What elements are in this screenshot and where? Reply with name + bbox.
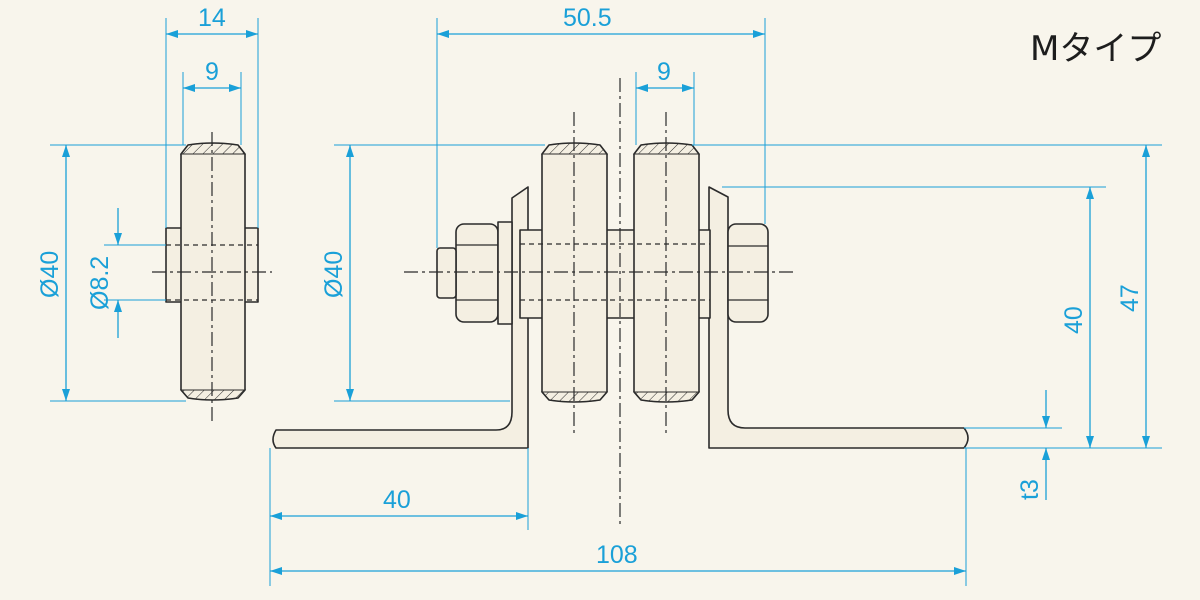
left-washer: [497, 221, 513, 325]
side-view: [152, 132, 272, 422]
right-bracket: [708, 186, 969, 449]
page-title: Mタイプ: [1030, 29, 1161, 69]
right-nut: [727, 223, 769, 323]
dim-side-bore: Ø8.2: [86, 256, 114, 310]
side-wheel-hatch-top: [179, 142, 247, 155]
dim-front-span: 50.5: [563, 4, 612, 32]
dim-side-width: 14: [198, 4, 226, 32]
left-bracket: [272, 186, 529, 449]
dim-base-left: 40: [383, 486, 411, 514]
bolt-tip: [436, 247, 457, 299]
front-dimensions: 50.5 9 Ø40 47 40 t3: [269, 4, 1162, 586]
dim-base-total: 108: [596, 541, 638, 569]
dim-side-tread: 9: [205, 58, 219, 86]
dim-thickness: t3: [1016, 479, 1044, 500]
dim-side-diameter: Ø40: [36, 251, 64, 298]
side-dimensions: 14 9 Ø40 Ø8.2: [36, 4, 259, 402]
front-view: [272, 78, 969, 528]
dim-front-diameter: Ø40: [320, 251, 348, 298]
side-wheel-hatch-bottom: [179, 389, 247, 401]
left-nut: [455, 223, 499, 323]
dim-height-total: 47: [1116, 284, 1144, 312]
dim-front-tread: 9: [657, 58, 671, 86]
dim-height-axle: 40: [1060, 306, 1088, 334]
